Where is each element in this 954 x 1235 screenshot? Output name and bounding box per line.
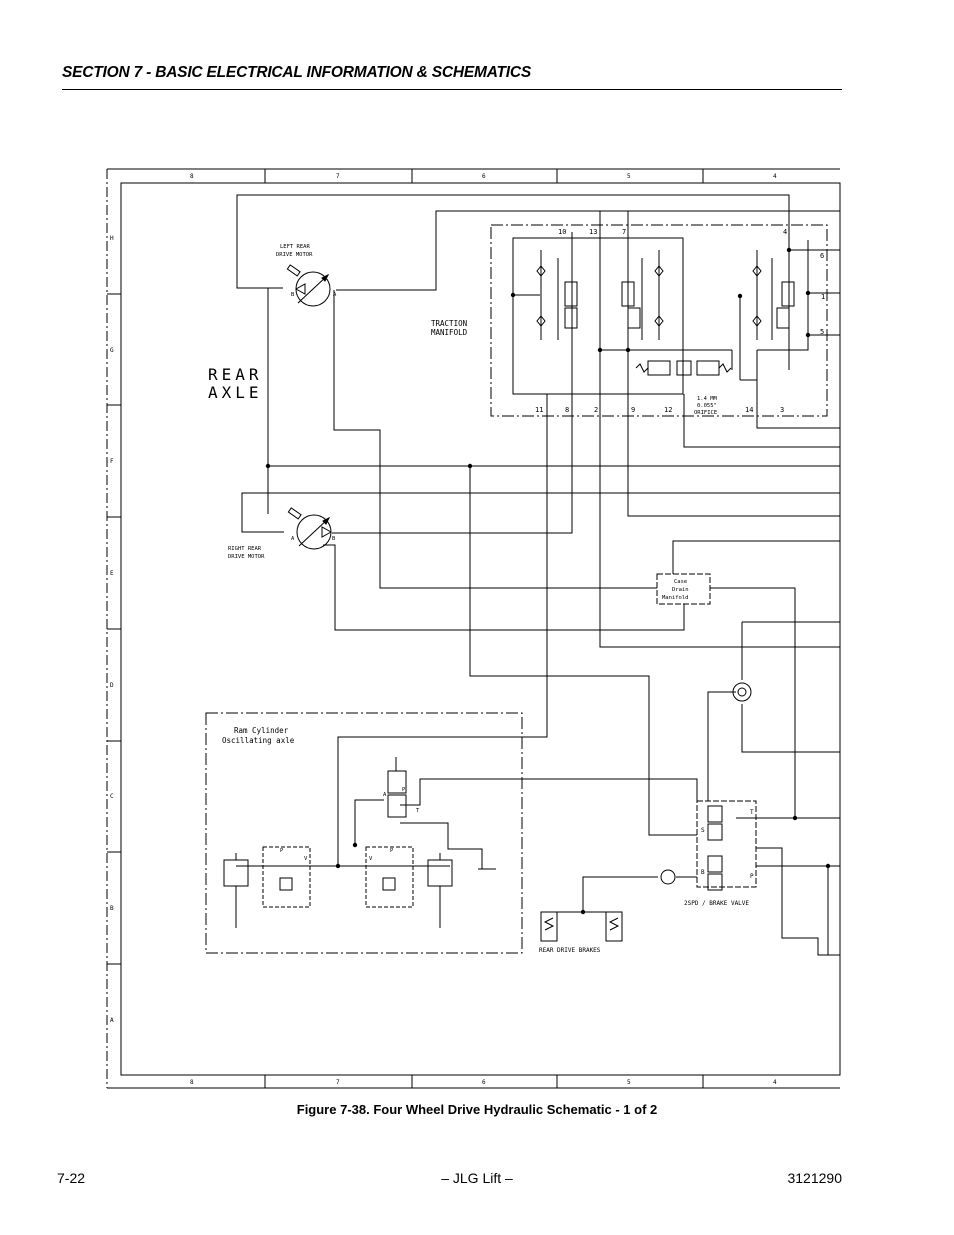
grid-col-bottom: 8 <box>190 1079 194 1086</box>
port-t-label: T <box>750 809 754 816</box>
grid-col-top: 7 <box>336 173 340 180</box>
grid-col-top: 6 <box>482 173 486 180</box>
port-a-label: A <box>291 536 295 542</box>
orifice-label: ORIFICE <box>694 410 717 416</box>
grid-col-top: 5 <box>627 173 631 180</box>
manifold-port: 2 <box>594 406 598 414</box>
traction-manifold-label: MANIFOLD <box>431 328 468 337</box>
grid-row: F <box>110 458 114 465</box>
grid-col-bottom: 6 <box>482 1079 486 1086</box>
port-b-label: B <box>701 869 705 876</box>
traction-manifold-box <box>490 224 828 417</box>
manifold-port: 11 <box>535 406 543 414</box>
grid-row: E <box>110 570 114 577</box>
manifold-port: 9 <box>631 406 635 414</box>
manifold-port: 14 <box>745 406 753 414</box>
spd-brake-valve <box>660 805 723 891</box>
port-v-label: V <box>369 856 373 862</box>
drawing-frame <box>106 168 841 1089</box>
manifold-port: 5 <box>820 328 824 336</box>
spd-brake-box <box>696 800 757 888</box>
port-p-label: P <box>390 848 394 854</box>
left-motor-label: LEFT REAR <box>280 244 310 250</box>
traction-valve-elements <box>536 250 795 376</box>
case-drain-label: Case <box>674 579 687 585</box>
footer-brand: – JLG Lift – <box>441 1170 513 1186</box>
traction-manifold-label: TRACTION <box>431 319 467 328</box>
grid-col-bottom: 7 <box>336 1079 340 1086</box>
page-number: 7-22 <box>57 1170 86 1186</box>
rear-drive-brakes <box>540 911 623 942</box>
port-b-label: B <box>291 292 295 298</box>
hydraulic-lines <box>236 194 840 956</box>
grid-col-bottom: 4 <box>773 1079 777 1086</box>
port-p-label: P <box>280 848 284 854</box>
spd-brake-label: 2SPD / BRAKE VALVE <box>684 900 749 907</box>
ram-cylinder-box <box>205 712 523 954</box>
right-motor-label: RIGHT REAR <box>228 546 262 552</box>
right-rear-drive-motor <box>287 507 332 550</box>
section-title: SECTION 7 - BASIC ELECTRICAL INFORMATION… <box>62 64 532 81</box>
port-p-label: P <box>750 873 754 880</box>
port-b-label: B <box>332 536 336 542</box>
manifold-port: 12 <box>664 406 672 414</box>
case-drain-label: Drain <box>672 587 689 593</box>
port-a-label: A <box>383 792 387 798</box>
grid-row: B <box>110 905 114 912</box>
manifold-port: 4 <box>783 228 787 236</box>
left-rear-drive-motor <box>286 264 331 307</box>
port-p-label: P <box>402 787 406 793</box>
orifice-label: 0.055" <box>697 403 717 409</box>
port-t-label: T <box>416 808 420 814</box>
figure-caption: Figure 7-38. Four Wheel Drive Hydraulic … <box>296 1102 658 1117</box>
grid-row: G <box>110 347 114 354</box>
manifold-port: 6 <box>820 252 824 260</box>
header-rule <box>62 89 842 90</box>
grid-col-top: 8 <box>190 173 194 180</box>
grid-row: A <box>110 1017 114 1024</box>
port-s-label: S <box>701 827 705 834</box>
rear-brakes-label: REAR DRIVE BRAKES <box>539 947 601 954</box>
manifold-port: 1 <box>821 293 825 301</box>
manifold-port: 8 <box>565 406 569 414</box>
manifold-port: 7 <box>622 228 626 236</box>
rear-axle-label: REAR <box>208 365 263 384</box>
ram-cylinder-label: Oscillating axle <box>222 736 295 745</box>
orifice-label: 1.4 MM <box>697 396 718 402</box>
grid-row: H <box>110 235 114 242</box>
shuttle-valve <box>732 682 752 702</box>
ram-cylinders <box>223 757 453 928</box>
manifold-port: 10 <box>558 228 566 236</box>
grid-row: D <box>110 682 114 689</box>
port-v-label: V <box>304 856 308 862</box>
junctions <box>265 247 831 915</box>
grid-col-bottom: 5 <box>627 1079 631 1086</box>
grid-row: C <box>110 793 114 800</box>
grid-col-top: 4 <box>773 173 777 180</box>
manifold-port: 3 <box>780 406 784 414</box>
doc-number: 3121290 <box>787 1170 842 1186</box>
left-motor-label: DRIVE MOTOR <box>276 252 313 258</box>
ram-cylinder-label: Ram Cylinder <box>234 726 289 735</box>
right-motor-label: DRIVE MOTOR <box>228 554 265 560</box>
case-drain-label: Manifold <box>662 595 689 601</box>
manifold-port: 13 <box>589 228 597 236</box>
rear-axle-label: AXLE <box>208 383 263 402</box>
port-a-label: A <box>333 292 337 298</box>
